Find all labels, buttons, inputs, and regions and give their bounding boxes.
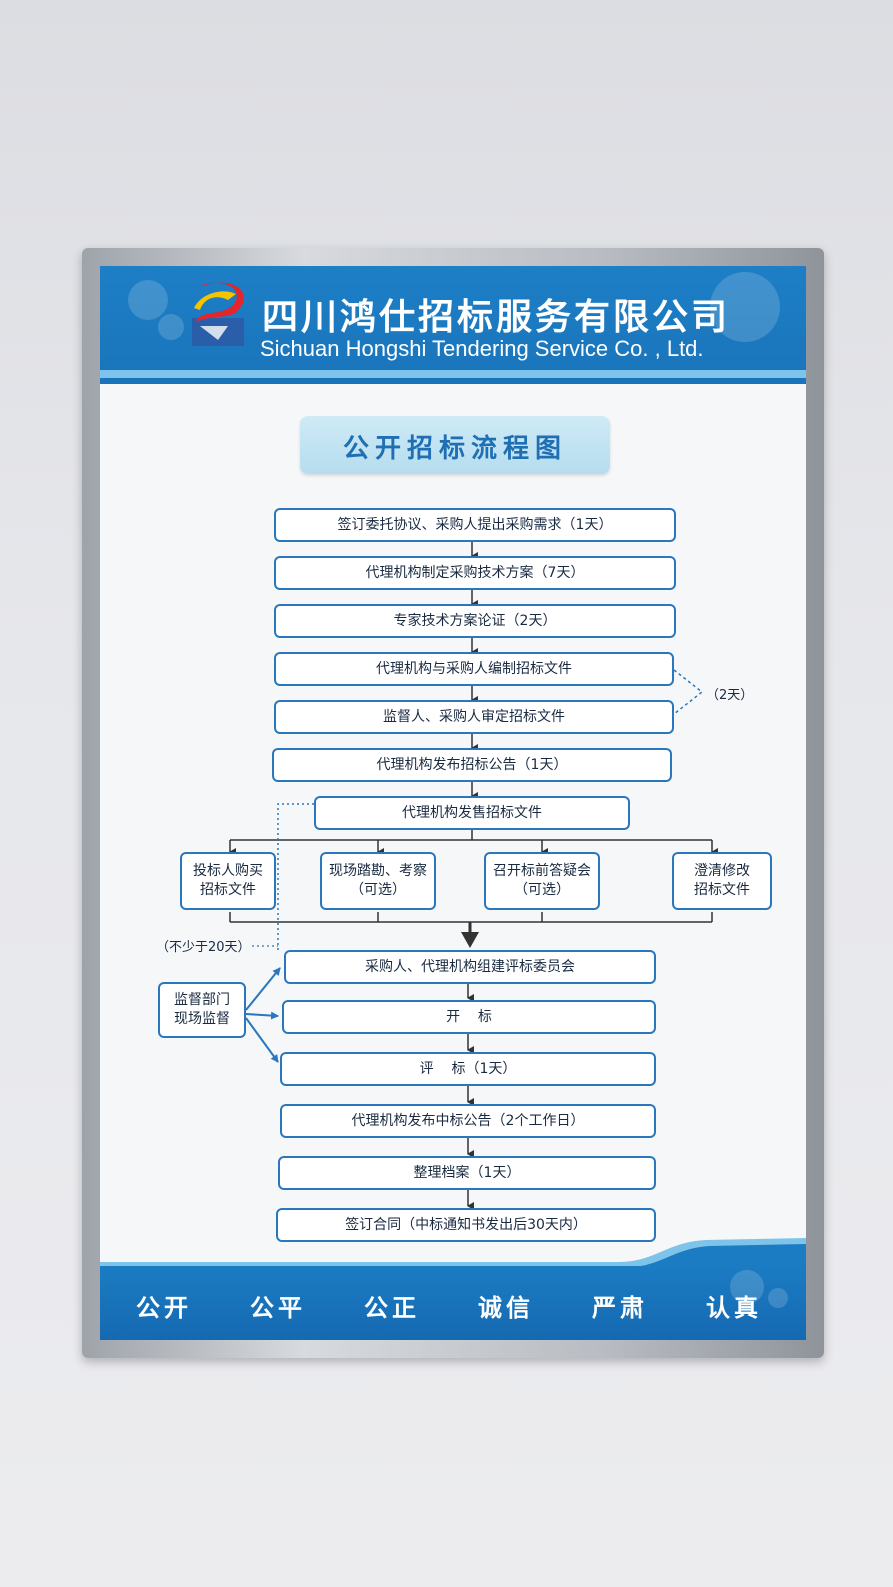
flow-step-label: 代理机构发售招标文件 [402,804,542,821]
brace-label: （2天） [706,688,754,703]
poster: 四川鸿仕招标服务有限公司 Sichuan Hongshi Tendering S… [100,266,806,1340]
flow-step: 专家技术方案论证（2天） [274,604,676,638]
flow-step: 签订合同（中标通知书发出后30天内） [276,1208,656,1242]
supervision-line: 现场监督 [174,1011,230,1027]
flow-step: 代理机构与采购人编制招标文件 [274,652,674,686]
flow-step-label: 专家技术方案论证（2天） [393,612,557,629]
branch-step-line: 投标人购买 [193,863,263,880]
flow-step: 代理机构制定采购技术方案（7天） [274,556,676,590]
flow-step: 代理机构发售招标文件 [314,796,630,830]
branch-step-line: 澄清修改 [694,863,750,880]
header-bubble [128,280,168,320]
flow-step: 签订委托协议、采购人提出采购需求（1天） [274,508,676,542]
branch-step-line: （可选） [514,882,570,898]
flow-step: 评 标（1天） [280,1052,656,1086]
min-days-label: （不少于20天） [156,940,251,955]
branch-step-line: 召开标前答疑会 [493,863,591,880]
motto: 诚信 [478,1293,534,1322]
flow-step-label: 采购人、代理机构组建评标委员会 [365,958,575,975]
company-header: 四川鸿仕招标服务有限公司 Sichuan Hongshi Tendering S… [100,266,806,384]
diagram-title-box: 公开招标流程图 [300,416,610,474]
supervision-line: 监督部门 [174,992,230,1009]
brace-connector [673,669,704,715]
flow-step-label: 代理机构发布中标公告（2个工作日） [351,1112,585,1129]
flow-step: 监督人、采购人审定招标文件 [274,700,674,734]
branch-step-line: 现场踏勘、考察 [329,863,427,880]
company-logo-icon [192,282,244,346]
flow-step-label: 评 标（1天） [419,1060,517,1077]
flow-step-label: 签订合同（中标通知书发出后30天内） [345,1216,587,1233]
motto: 严肃 [592,1293,648,1322]
min-days-connector [277,803,314,950]
motto: 认真 [706,1293,762,1322]
branch-step: 澄清修改招标文件 [672,852,772,910]
diagram-title: 公开招标流程图 [342,434,567,464]
flow-step: 整理档案（1天） [278,1156,656,1190]
motto: 公开 [136,1293,192,1322]
flow-step: 开 标 [282,1000,656,1034]
flow-step: 代理机构发布中标公告（2个工作日） [280,1104,656,1138]
header-bubble [710,272,780,342]
flow-step-label: 开 标 [446,1008,492,1025]
branch-step-line: 招标文件 [200,882,256,898]
supervision-arrow [245,967,281,1011]
flow-step-label: 代理机构与采购人编制招标文件 [376,660,572,677]
flow-step: 采购人、代理机构组建评标委员会 [284,950,656,984]
branch-step-line: 招标文件 [694,882,750,898]
flow-step-label: 代理机构制定采购技术方案（7天） [365,564,585,581]
flow-step-label: 签订委托协议、采购人提出采购需求（1天） [337,516,613,533]
branch-step-line: （可选） [350,882,406,898]
flow-step-label: 整理档案（1天） [413,1164,521,1181]
header-bubble [158,314,184,340]
company-name-cn: 四川鸿仕招标服务有限公司 [262,296,731,338]
footer-band [100,1266,806,1340]
supervision-box: 监督部门现场监督 [158,982,246,1038]
motto: 公平 [250,1293,306,1322]
flow-step: 代理机构发布招标公告（1天） [272,748,672,782]
footer-bubble [768,1288,788,1308]
supervision-arrow [245,1011,279,1020]
supervision-arrow [245,1017,279,1063]
flow-connectors [229,542,718,1210]
big-arrow [461,932,479,948]
branch-step: 投标人购买招标文件 [180,852,276,910]
flow-step-label: 监督人、采购人审定招标文件 [383,708,565,725]
flow-step-label: 代理机构发布招标公告（1天） [376,756,568,773]
branch-step: 召开标前答疑会 （可选） [484,852,600,910]
header-stripe [100,370,806,378]
branch-step: 现场踏勘、考察 （可选） [320,852,436,910]
footer-bubble [730,1270,764,1304]
motto: 公正 [364,1293,420,1322]
company-name-en: Sichuan Hongshi Tendering Service Co. , … [260,336,704,361]
